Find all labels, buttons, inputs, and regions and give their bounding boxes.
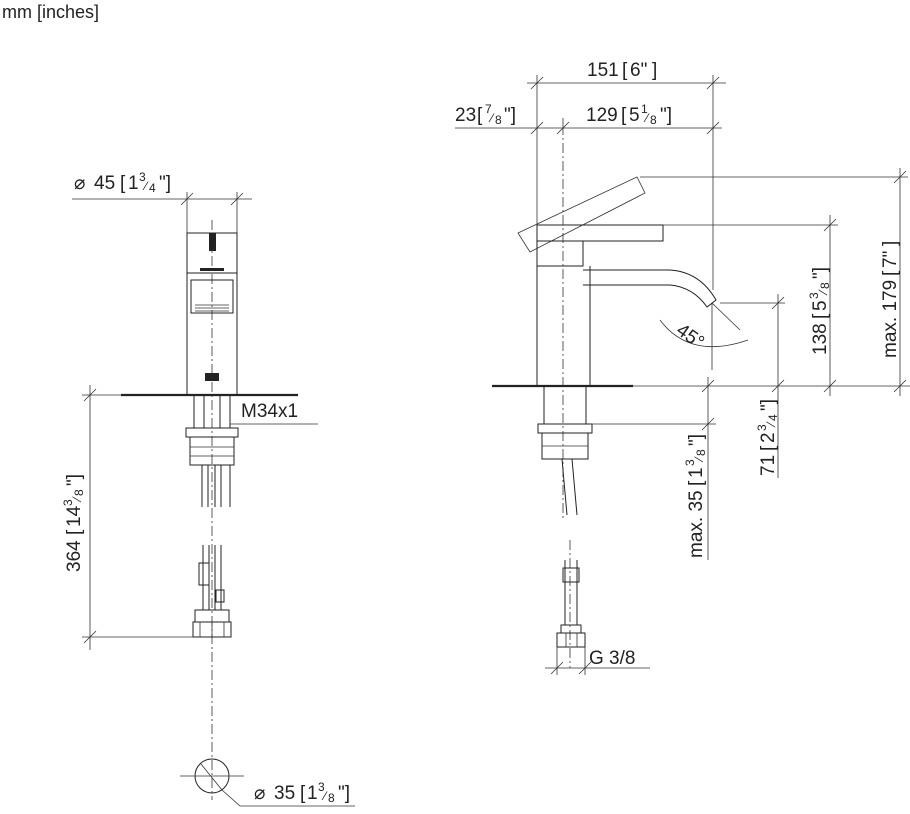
svg-text:"]: "] (64, 474, 85, 486)
svg-text:1: 1 (128, 173, 139, 194)
dim-connection: G 3/8 (589, 648, 635, 669)
svg-text:[: [ (810, 313, 831, 319)
dim-max-height-179: max. 179 [ 7" ] (880, 241, 901, 358)
svg-text:4: 4 (149, 181, 156, 195)
dim-angle: 45° (672, 320, 708, 354)
svg-text:1: 1 (641, 102, 648, 116)
dim-height-71: 71 [ 2 3 ⁄ 4 "] (755, 399, 780, 476)
svg-text:⁄: ⁄ (816, 289, 830, 296)
svg-text:8: 8 (72, 489, 86, 496)
svg-text:3: 3 (755, 424, 769, 431)
dim-thread: M34x1 (241, 401, 298, 422)
svg-text:3: 3 (807, 292, 821, 299)
svg-text:[: [ (621, 105, 627, 126)
svg-text:[: [ (120, 173, 126, 194)
svg-text:[: [ (880, 270, 901, 276)
svg-text:⁄: ⁄ (70, 496, 84, 503)
side-view (455, 75, 910, 675)
svg-text:max. 35: max. 35 (686, 490, 707, 558)
svg-text:"]: "] (758, 399, 779, 411)
svg-text:8: 8 (328, 791, 335, 805)
svg-text:[: [ (758, 445, 779, 451)
svg-text:]: ] (880, 241, 901, 246)
svg-text:8: 8 (495, 113, 502, 127)
svg-text:1: 1 (686, 467, 707, 478)
svg-text:7": 7" (880, 251, 901, 268)
svg-text:⁄: ⁄ (488, 111, 495, 125)
svg-text:2: 2 (758, 432, 779, 443)
svg-text:14: 14 (64, 505, 85, 527)
svg-text:"]: "] (810, 267, 831, 279)
dim-reach-151: 151 [ 6" ] (587, 60, 657, 81)
svg-text:"]: "] (660, 105, 672, 126)
svg-text:⌀: ⌀ (74, 173, 85, 194)
svg-text:3: 3 (683, 459, 697, 466)
svg-text:[: [ (686, 480, 707, 486)
svg-text:138: 138 (810, 323, 831, 355)
svg-text:max. 179: max. 179 (880, 280, 901, 358)
dim-max-deck-35: max. 35 [ 1 3 ⁄ 8 "] (683, 434, 708, 558)
front-view (72, 192, 355, 807)
svg-text:23: 23 (455, 105, 476, 126)
svg-text:35: 35 (274, 783, 295, 804)
svg-text:8: 8 (694, 449, 708, 456)
dim-offset-23: 23 [ 7 ⁄ 8 "] (455, 102, 516, 127)
svg-text:3: 3 (318, 780, 325, 794)
svg-text:⁄: ⁄ (142, 179, 149, 193)
svg-text:5: 5 (629, 105, 640, 126)
svg-text:7: 7 (485, 102, 492, 116)
dim-length-364: 364 [ 14 3 ⁄ 8 "] (61, 474, 86, 572)
svg-text:"]: "] (159, 173, 171, 194)
svg-text:151: 151 (587, 60, 619, 81)
dim-reach-129: 129 [ 5 1 ⁄ 8 "] (586, 102, 672, 127)
svg-text:⌀: ⌀ (254, 783, 265, 804)
svg-text:[: [ (477, 105, 483, 126)
svg-text:3: 3 (61, 499, 75, 506)
svg-text:"]: "] (338, 783, 350, 804)
svg-text:]: ] (652, 60, 657, 81)
svg-text:[: [ (300, 783, 306, 804)
units-label: mm [inches] (2, 2, 100, 22)
svg-text:1: 1 (307, 783, 318, 804)
svg-text:6": 6" (630, 60, 647, 81)
svg-text:[: [ (622, 60, 628, 81)
svg-text:4: 4 (766, 414, 780, 421)
svg-text:⁄: ⁄ (692, 456, 706, 463)
svg-text:45: 45 (94, 173, 115, 194)
svg-text:⁄: ⁄ (764, 421, 778, 428)
svg-text:3: 3 (139, 170, 146, 184)
svg-text:8: 8 (818, 282, 832, 289)
dim-diameter-45: ⌀ 45 [ 1 3 ⁄ 4 "] (74, 170, 171, 195)
dim-diameter-35: ⌀ 35 [ 1 3 ⁄ 8 "] (254, 780, 350, 805)
svg-text:[: [ (64, 529, 85, 535)
svg-text:129: 129 (586, 105, 618, 126)
dim-height-138: 138 [ 5 3 ⁄ 8 "] (807, 267, 832, 355)
svg-text:5: 5 (810, 300, 831, 311)
svg-text:71: 71 (758, 455, 779, 476)
svg-text:⁄: ⁄ (321, 789, 328, 803)
svg-text:⁄: ⁄ (643, 111, 650, 125)
svg-text:8: 8 (650, 113, 657, 127)
svg-text:"]: "] (686, 434, 707, 446)
svg-text:364: 364 (64, 540, 85, 572)
svg-text:"]: "] (504, 105, 516, 126)
